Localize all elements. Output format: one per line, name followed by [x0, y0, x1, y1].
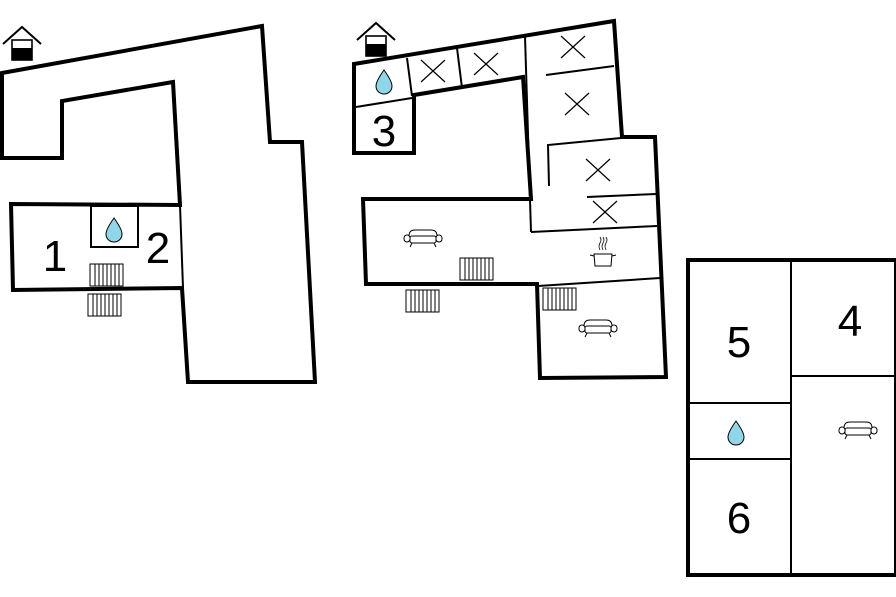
- wall-segment: [524, 35, 532, 233]
- bed-cross-icon: [420, 59, 446, 83]
- floorplan-1-outline: [0, 23, 318, 384]
- bed-cross-icon: [585, 158, 611, 182]
- water-drop-icon: [375, 69, 393, 95]
- wall-segment: [586, 193, 657, 198]
- floorplan-2-outline: [352, 18, 669, 381]
- room-number: 1: [43, 232, 67, 281]
- cooking-pot-icon: [589, 236, 617, 267]
- bed-cross-icon: [560, 35, 586, 59]
- bed-cross-icon: [564, 92, 590, 116]
- floorplan-1-room-divider: [179, 204, 184, 289]
- bed-cross-icon: [473, 52, 499, 76]
- floorplan-2: 3: [352, 18, 669, 381]
- sofa-icon: [578, 319, 618, 338]
- floorplan-3: 5 4 6: [686, 258, 896, 577]
- room-number: 3: [372, 107, 396, 156]
- house-entrance-icon: [2, 26, 42, 61]
- room-number: 4: [838, 297, 862, 346]
- sofa-icon: [403, 229, 443, 248]
- house-entrance-icon: [356, 22, 396, 57]
- radiator-icon: [542, 287, 577, 311]
- floorplan-1-bathroom: [90, 205, 139, 248]
- water-drop-icon: [105, 217, 123, 243]
- sofa-icon: [838, 421, 878, 440]
- bed-cross-icon: [592, 200, 618, 224]
- wall-segment: [355, 97, 413, 108]
- radiator-icon: [87, 293, 122, 317]
- room-number: 6: [727, 494, 751, 543]
- wall-segment: [546, 137, 622, 187]
- floorplan-1: 1 2: [0, 23, 318, 384]
- wall-segment: [545, 65, 615, 76]
- radiator-icon: [405, 289, 440, 313]
- room-number: 2: [146, 224, 170, 273]
- wall-segment: [537, 277, 661, 287]
- water-drop-icon: [727, 420, 745, 446]
- room-number: 5: [727, 318, 751, 367]
- wall-segment: [406, 57, 413, 97]
- wall-segment: [456, 47, 463, 89]
- radiator-icon: [89, 263, 124, 287]
- radiator-icon: [459, 257, 494, 281]
- wall-segment: [530, 225, 658, 233]
